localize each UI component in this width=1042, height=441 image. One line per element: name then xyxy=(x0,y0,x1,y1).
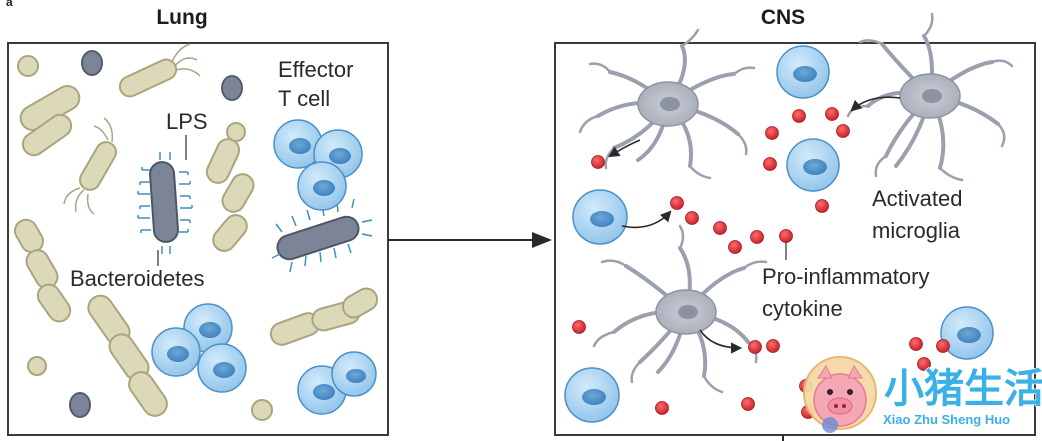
activated-label-line1: Activated xyxy=(872,186,963,211)
lps-label: LPS xyxy=(166,109,208,134)
bacteroidetes-label: Bacteroidetes xyxy=(70,266,205,291)
bacterium-flagellated xyxy=(63,43,201,215)
cns-t-cells xyxy=(564,45,994,423)
watermark-en-text: Xiao Zhu Sheng Huo xyxy=(883,412,1010,427)
lung-panel-title: Lung xyxy=(156,6,207,29)
activated-label-line2: microglia xyxy=(872,218,961,243)
microglia-top-left xyxy=(578,28,756,180)
watermark: 小猪生活 Xiao Zhu Sheng Huo xyxy=(803,356,1042,433)
microglia-middle xyxy=(592,224,768,394)
watermark-pig-logo xyxy=(803,356,877,433)
cytokine-label-line1: Pro-inflammatory xyxy=(762,264,929,289)
cns-panel-title: CNS xyxy=(761,6,805,29)
cytokine-label-line2: cytokine xyxy=(762,296,843,321)
bacterium-chain xyxy=(13,85,379,417)
watermark-cn-text: 小猪生活 xyxy=(884,367,1042,411)
lung-to-cns-arrowhead xyxy=(532,232,552,248)
t-cell-cluster-top xyxy=(273,119,363,211)
effector-label-line1: Effector xyxy=(278,57,353,82)
corner-letter: a xyxy=(6,0,13,9)
effector-label-line2: T cell xyxy=(278,86,330,111)
bacteroidetes-vertical xyxy=(137,152,193,254)
cns-content: Activated microglia Pro-inflammatory cyt… xyxy=(564,12,1014,423)
t-cell-cluster-bottom xyxy=(151,303,377,415)
cns-curved-arrows xyxy=(608,96,901,354)
coccus-group xyxy=(17,50,273,421)
bacteroidetes-diagonal xyxy=(271,198,373,273)
cytokine-dots xyxy=(572,107,950,419)
lung-content: Effector T cell LPS Bacteroidetes xyxy=(13,43,379,421)
